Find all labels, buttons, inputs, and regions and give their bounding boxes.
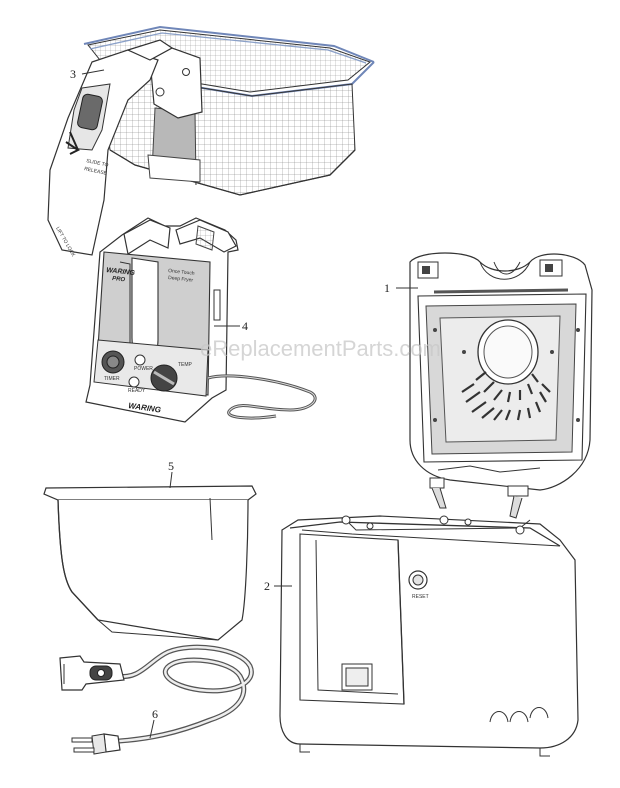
lid — [409, 252, 593, 519]
panel-power-label: POWER — [134, 366, 153, 372]
panel-brand: WARING — [106, 267, 136, 277]
callout-4: 4 — [242, 319, 248, 333]
panel-temp-label: TEMP — [178, 362, 193, 368]
watermark: eReplacementParts.com — [200, 336, 441, 361]
fry-basket: SLIDE TO RELEASE LIFT TO LOCK — [47, 25, 375, 258]
callout-1: 1 — [384, 281, 390, 295]
reset-label: RESET — [412, 594, 429, 600]
leader-line-3 — [81, 69, 105, 75]
leader-line-5 — [169, 471, 173, 489]
panel-brand-sub: PRO — [112, 276, 126, 283]
panel-timer-label: TIMER — [104, 376, 120, 382]
callout-3: 3 — [70, 67, 76, 81]
fryer-base: RESET — [279, 515, 579, 757]
panel-tagline-1: Once Touch — [168, 268, 195, 277]
panel-ready-label: READY — [128, 388, 146, 394]
power-cord — [59, 644, 254, 755]
control-panel: WARING PRO Once Touch Deep Fryer POWER T… — [85, 217, 317, 423]
callout-2: 2 — [264, 579, 270, 593]
oil-container — [43, 485, 257, 641]
callout-6: 6 — [152, 707, 158, 721]
panel-tagline-2: Deep Fryer — [168, 275, 194, 284]
handle-release-text: RELEASE — [84, 166, 108, 177]
callout-5: 5 — [168, 459, 174, 473]
leader-line-6 — [149, 719, 155, 739]
handle-slide-text: SLIDE TO — [86, 158, 109, 169]
